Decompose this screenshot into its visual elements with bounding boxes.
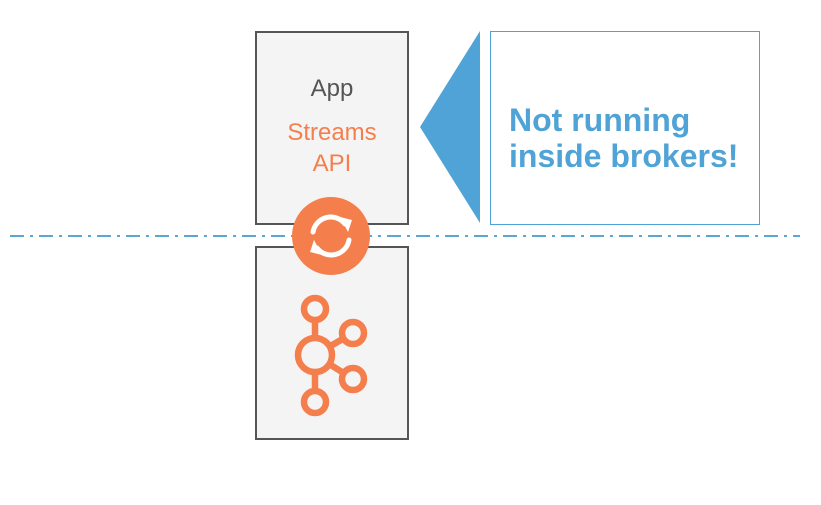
- boundary-dashed-line: [10, 235, 800, 237]
- callout-box: Not running inside brokers!: [490, 31, 760, 225]
- streams-api-label: Streams API: [257, 117, 407, 179]
- streams-label-line2: API: [312, 150, 352, 177]
- kafka-logo-icon: [294, 294, 368, 417]
- sync-icon: [292, 197, 370, 275]
- callout-text: Not running inside brokers!: [509, 102, 738, 174]
- app-box: App Streams API: [255, 31, 409, 225]
- streams-label-line1: Streams: [287, 119, 377, 146]
- app-label: App: [310, 75, 354, 102]
- callout-line2: inside brokers!: [509, 138, 739, 174]
- callout-pointer: [420, 31, 480, 223]
- callout-line1: Not running: [509, 102, 691, 138]
